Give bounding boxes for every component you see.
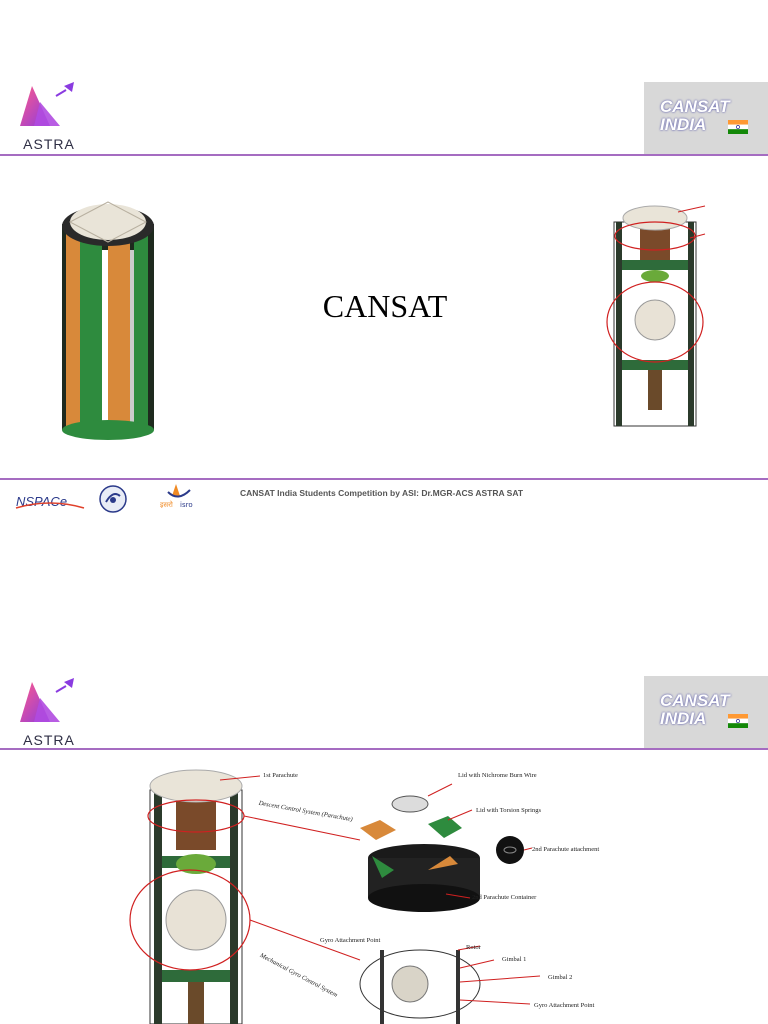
label-1st-parachute: 1st Parachute bbox=[263, 772, 298, 779]
cansat-internal-render bbox=[606, 205, 706, 427]
footer-divider bbox=[0, 478, 768, 480]
astra-rocket-icon bbox=[20, 82, 74, 126]
label-gimbal-1: Gimbal 1 bbox=[502, 956, 527, 963]
label-rotor: Rotor bbox=[466, 944, 481, 951]
svg-text:इसरो: इसरो bbox=[160, 500, 173, 509]
label-2nd-parachute-attachment: 2nd Parachute attachment bbox=[532, 846, 600, 853]
label-gimbal-2: Gimbal 2 bbox=[548, 974, 573, 981]
cansat-logo-line2: INDIA bbox=[660, 115, 707, 134]
svg-text:isro: isro bbox=[180, 501, 193, 509]
slide-2: ASTRA CANSAT INDIA bbox=[0, 600, 768, 1024]
astra-rocket-icon bbox=[20, 678, 74, 722]
cansat-logo-line1: CANSAT bbox=[660, 97, 730, 116]
cansat-system-diagram bbox=[129, 769, 541, 1024]
header-divider bbox=[0, 748, 768, 750]
header-divider bbox=[0, 154, 768, 156]
slide-1: ASTRA CANSAT INDIA CANSAT bbox=[0, 82, 768, 513]
india-flag-icon bbox=[728, 120, 748, 134]
astra-logo-text: ASTRA bbox=[23, 732, 75, 748]
label-gyro-attach-bottom: Gyro Attachment Point bbox=[534, 1002, 595, 1009]
astra-logo: ASTRA bbox=[16, 82, 82, 152]
label-gyro-attach-top: Gyro Attachment Point bbox=[320, 937, 381, 944]
astra-logo: ASTRA bbox=[16, 678, 82, 748]
cansat-logo-line2: INDIA bbox=[660, 709, 707, 728]
footer-text: CANSAT India Students Competition by ASI… bbox=[240, 488, 524, 498]
india-flag-icon bbox=[728, 714, 748, 728]
cansat-india-logo: CANSAT INDIA bbox=[644, 82, 768, 154]
nspace-logo: NSPACe bbox=[15, 494, 85, 509]
label-lid-torsion: Lid with Torsion Springs bbox=[476, 807, 541, 814]
isro-logo: इसरो isro bbox=[160, 484, 193, 509]
isro-emblem-logo bbox=[99, 485, 127, 513]
cansat-logo-line1: CANSAT bbox=[660, 691, 730, 710]
cansat-exterior-render bbox=[62, 201, 154, 440]
slide-title: CANSAT bbox=[322, 288, 448, 324]
cansat-india-logo: CANSAT INDIA bbox=[644, 676, 768, 748]
astra-logo-text: ASTRA bbox=[23, 136, 75, 152]
label-lid-nichrome: Lid with Nichrome Burn Wire bbox=[458, 772, 537, 779]
label-2nd-parachute-container: 2nd Parachute Container bbox=[472, 894, 537, 901]
